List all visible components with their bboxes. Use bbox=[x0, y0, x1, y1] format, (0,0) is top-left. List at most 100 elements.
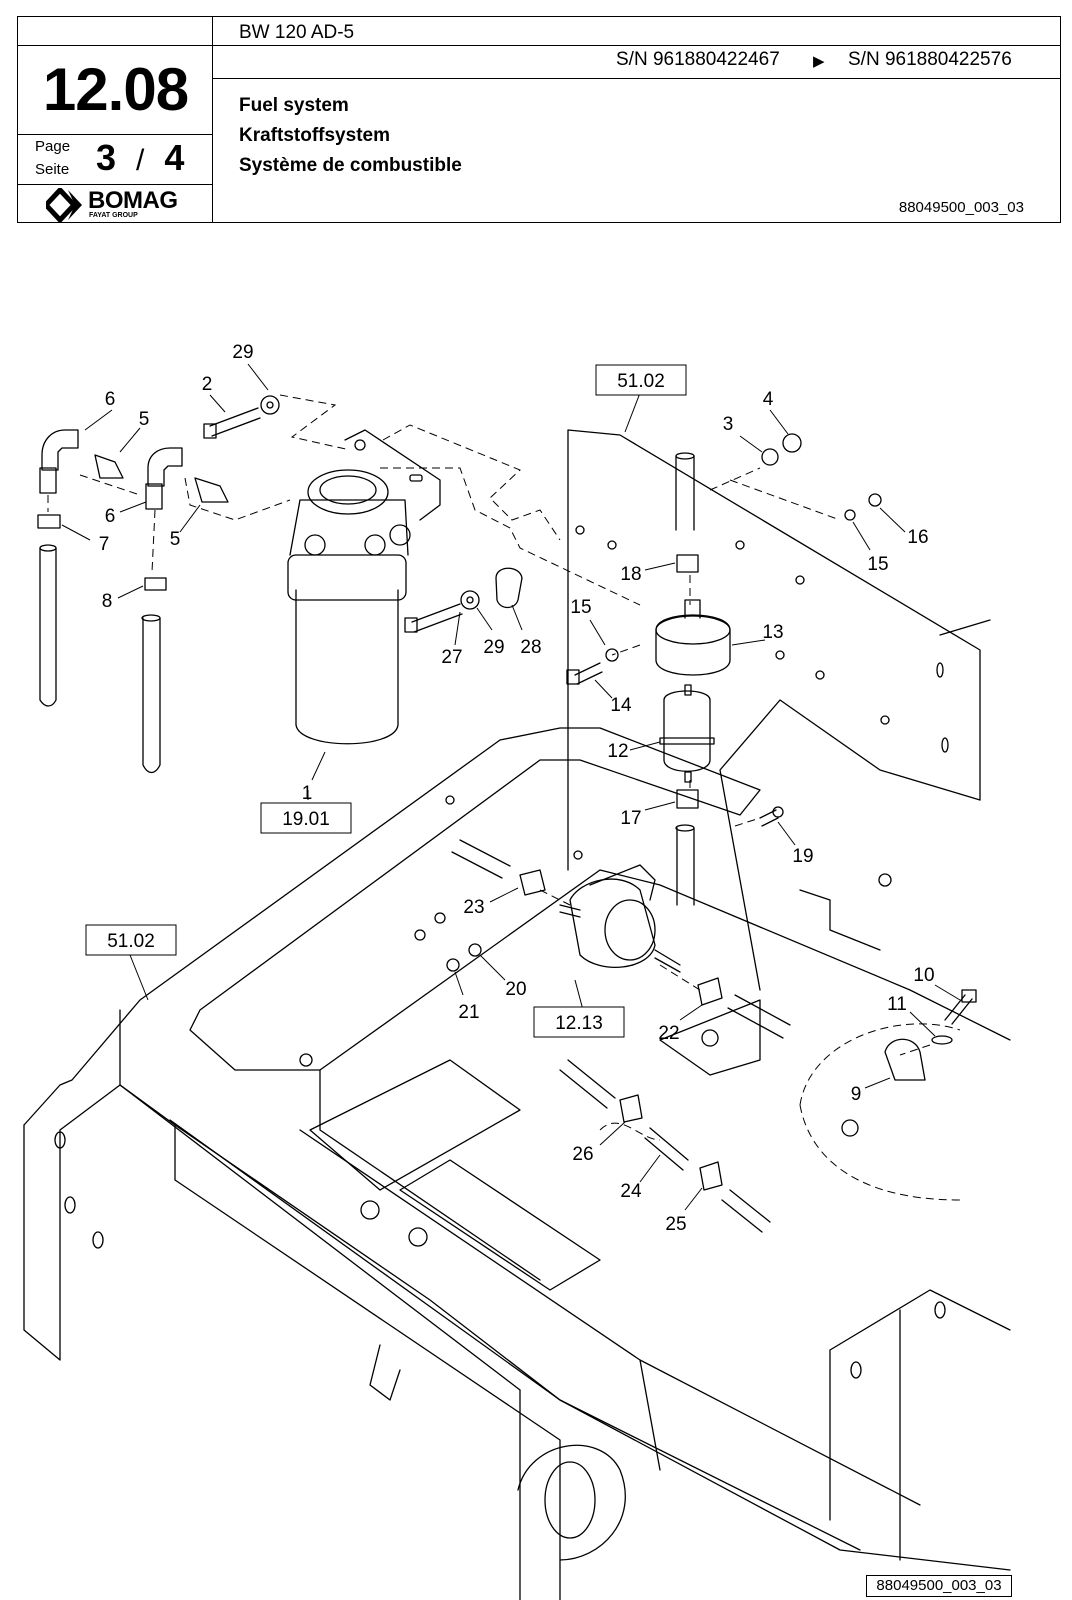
plate-slot bbox=[941, 737, 949, 753]
document-id: 88049500_003_03 bbox=[898, 199, 1024, 216]
fuel-pump-inlet bbox=[559, 904, 581, 918]
ref-box-51-02-upper bbox=[595, 364, 687, 396]
callout-leader bbox=[574, 979, 584, 1011]
leader-dash bbox=[734, 817, 761, 827]
callout-leader bbox=[179, 504, 201, 533]
frame-hole bbox=[434, 912, 446, 924]
callout: 4 bbox=[763, 389, 774, 410]
callout: 24 bbox=[620, 1181, 642, 1202]
frame-hole bbox=[64, 1196, 76, 1214]
washer-29b bbox=[460, 590, 480, 610]
ref-box-12-13 bbox=[533, 1006, 625, 1038]
callout-leader bbox=[247, 363, 269, 391]
leader-dash bbox=[79, 474, 141, 496]
callout: 6 bbox=[105, 389, 116, 410]
frame-rail bbox=[119, 1009, 861, 1551]
frame-hole bbox=[92, 1231, 104, 1249]
callout-leader bbox=[909, 1011, 936, 1037]
fuel-filter-cap-inner bbox=[319, 475, 377, 505]
callout: 6 bbox=[105, 506, 116, 527]
leader-dash bbox=[380, 467, 641, 606]
ref-box-51-02-lower bbox=[85, 924, 177, 956]
callout-leader bbox=[731, 639, 766, 646]
frame-plate-right bbox=[829, 1289, 1011, 1561]
screw-19-head bbox=[772, 806, 784, 818]
washer-20 bbox=[468, 943, 482, 957]
hose-22 bbox=[727, 994, 791, 1039]
fuel-filter-collar bbox=[287, 554, 407, 601]
title-english: Fuel system bbox=[239, 95, 349, 116]
callout: 29 bbox=[232, 342, 253, 363]
brand-name: BOMAG bbox=[88, 187, 178, 214]
screw-27-head bbox=[404, 617, 418, 633]
page-numbers: 3 / 4 bbox=[96, 137, 184, 179]
clamp-23 bbox=[519, 869, 546, 896]
washer-29 bbox=[260, 395, 280, 415]
callout-leader bbox=[311, 751, 326, 781]
ref-12-13: 12.13 bbox=[555, 1013, 603, 1034]
frame-bolt bbox=[408, 1227, 428, 1247]
fuel-filter-body bbox=[295, 589, 399, 745]
ref-51-02-upper: 51.02 bbox=[617, 371, 665, 392]
title-german: Kraftstoffsystem bbox=[239, 125, 390, 146]
frame-hole bbox=[414, 929, 426, 941]
plate-hole bbox=[795, 575, 805, 585]
bomag-logo-icon bbox=[46, 188, 82, 222]
callout: 22 bbox=[658, 1023, 679, 1044]
callout: 28 bbox=[520, 637, 541, 658]
section-number: 12.08 bbox=[18, 45, 213, 135]
washer-15b bbox=[844, 509, 856, 521]
elbow-6b-barb bbox=[145, 483, 163, 510]
clamp-8 bbox=[144, 577, 167, 591]
inline-filter-12-nipple bbox=[684, 684, 692, 696]
callout: 17 bbox=[620, 808, 641, 829]
clamp-17 bbox=[676, 789, 699, 809]
fuel-filter-port bbox=[389, 524, 411, 546]
elbow-6b bbox=[147, 447, 183, 487]
titles: Fuel system Kraftstoffsystem Système de … bbox=[239, 91, 462, 181]
callout: 3 bbox=[723, 414, 734, 435]
frame-bolt bbox=[841, 1119, 859, 1137]
callout: 2 bbox=[202, 374, 213, 395]
clamp-18 bbox=[676, 554, 699, 573]
inline-filter-12-band bbox=[659, 737, 715, 745]
hose-left bbox=[39, 547, 57, 707]
callout: 26 bbox=[572, 1144, 593, 1165]
mounting-plate-edge bbox=[939, 619, 991, 636]
clip-28 bbox=[495, 567, 523, 609]
frame-cross bbox=[299, 1069, 921, 1506]
frame-eye bbox=[517, 1444, 626, 1561]
page-label-en: Page bbox=[35, 138, 71, 155]
leader-dash bbox=[659, 964, 701, 991]
filter-holder-13-rim bbox=[655, 615, 731, 645]
plate-hole bbox=[575, 525, 585, 535]
bolt-10-head bbox=[961, 989, 977, 1003]
callout: 16 bbox=[907, 527, 928, 548]
nipple-5a bbox=[94, 454, 124, 479]
fuel-pump-face bbox=[604, 899, 656, 961]
callout-leader bbox=[61, 524, 91, 541]
washer-11 bbox=[931, 1035, 953, 1045]
callout: 13 bbox=[762, 622, 783, 643]
ref-51-02-lower: 51.02 bbox=[107, 931, 155, 952]
callout-leader bbox=[879, 507, 906, 533]
clip-9 bbox=[884, 1038, 926, 1081]
callout-leader bbox=[629, 741, 661, 751]
callout: 11 bbox=[887, 994, 907, 1015]
frame-eye-hole bbox=[544, 1461, 596, 1539]
callout: 12 bbox=[607, 741, 628, 762]
screw-2-head bbox=[203, 423, 217, 439]
callout-leader bbox=[454, 611, 461, 646]
plate-hole bbox=[880, 715, 890, 725]
fuel-pump-outlet bbox=[654, 949, 681, 973]
elbow-6a-barb bbox=[39, 467, 57, 494]
ref-box-19-01 bbox=[260, 802, 352, 834]
plate-hole bbox=[573, 850, 583, 860]
hose-vertical bbox=[675, 455, 695, 531]
screw-27 bbox=[411, 603, 463, 633]
hose-vertical-end bbox=[675, 452, 695, 460]
page-label-de: Seite bbox=[35, 161, 70, 178]
frame-bracket bbox=[369, 1344, 401, 1401]
callout: 9 bbox=[851, 1084, 862, 1105]
clamp-26 bbox=[619, 1094, 643, 1123]
